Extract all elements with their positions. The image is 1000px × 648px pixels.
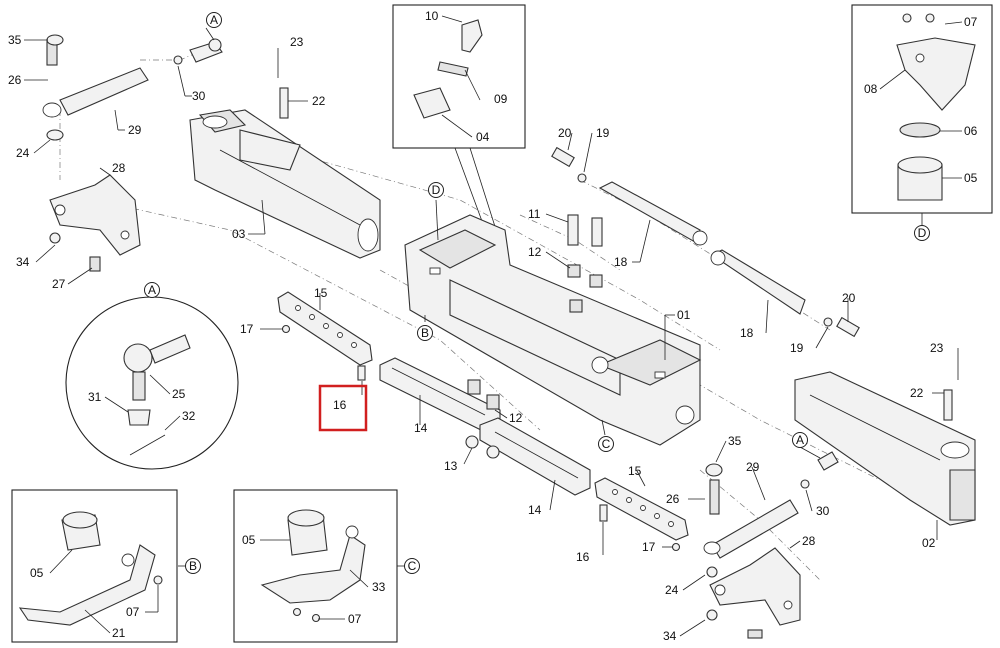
callout-09: 09 [494, 92, 508, 106]
callout-33: 33 [372, 580, 386, 594]
callout-13: 13 [444, 459, 458, 473]
callout-12-top: 12 [528, 245, 542, 259]
hydraulic-cylinder-18-lower [710, 249, 806, 315]
callout-05-D: 05 [964, 171, 978, 185]
callout-16-highlighted: 16 [333, 398, 347, 412]
callout-15-lower: 15 [628, 464, 642, 478]
callout-19-top: 19 [596, 126, 610, 140]
callout-21: 21 [112, 626, 126, 640]
callout-03: 03 [232, 227, 246, 241]
callout-35-right: 35 [728, 434, 742, 448]
callout-07-D: 07 [964, 15, 978, 29]
callout-26: 26 [8, 73, 22, 87]
callout-11: 11 [528, 207, 541, 221]
bushings-12-13 [465, 379, 500, 459]
callout-20-top: 20 [558, 126, 572, 140]
callout-14-lower: 14 [528, 503, 542, 517]
callout-14-upper: 14 [414, 421, 428, 435]
bushing-detail-parts [413, 19, 483, 119]
callout-34-right: 34 [663, 629, 677, 643]
axle-arm-left-03 [189, 109, 381, 259]
callout-07-B: 07 [126, 605, 140, 619]
callout-29: 29 [128, 123, 142, 137]
callout-30-right: 30 [816, 504, 830, 518]
callout-24-right: 24 [665, 583, 679, 597]
callout-32: 32 [182, 409, 196, 423]
callout-20-right: 20 [842, 291, 856, 305]
callout-23: 23 [290, 35, 304, 49]
callout-02: 02 [922, 536, 936, 550]
callout-08: 08 [864, 82, 878, 96]
callout-04: 04 [476, 130, 490, 144]
perforated-plate-15-upper [277, 291, 373, 366]
callout-35: 35 [8, 33, 22, 47]
steering-cylinder-29-left [42, 34, 149, 141]
callout-31: 31 [88, 390, 102, 404]
marker-D-detail: D [918, 226, 927, 240]
detail-frame-B [11, 489, 178, 643]
detail-D-parts [896, 13, 976, 201]
pin-16-upper [281, 324, 366, 381]
callout-17-lower: 17 [642, 540, 656, 554]
callout-12-lower: 12 [509, 411, 523, 425]
hydraulic-cylinder-18-upper [598, 181, 708, 246]
callout-labels: 35 26 24 30 29 28 34 27 23 22 03 10 09 0… [8, 9, 978, 643]
detail-C-parts [260, 509, 366, 623]
detail-markers: A A A B B C C D D [144, 12, 930, 574]
pins-20-19-right [823, 316, 860, 338]
callout-17-upper: 17 [240, 322, 254, 336]
callout-28-right: 28 [802, 534, 816, 548]
marker-C-axle: C [602, 437, 611, 451]
callout-25: 25 [172, 387, 186, 401]
callout-34: 34 [16, 255, 30, 269]
callout-15-upper: 15 [314, 286, 328, 300]
callout-26-right: 26 [666, 492, 680, 506]
callout-07-C: 07 [348, 612, 362, 626]
marker-B-axle: B [421, 326, 429, 340]
callout-18-upper: 18 [614, 255, 628, 269]
pin-22-left [277, 60, 289, 119]
callout-22-right: 22 [910, 386, 924, 400]
detail-B-parts [18, 511, 163, 626]
callout-16-lower: 16 [576, 550, 590, 564]
callout-27: 27 [52, 277, 66, 291]
callout-29-right: 29 [746, 460, 760, 474]
detail-A-tie-rod-end [123, 334, 191, 456]
callout-22: 22 [312, 94, 326, 108]
callout-06: 06 [964, 124, 978, 138]
marker-A-top-left: A [210, 13, 218, 27]
marker-D-axle: D [432, 183, 441, 197]
callout-30: 30 [192, 89, 206, 103]
marker-C-detail: C [408, 559, 417, 573]
perforated-plate-15-lower [594, 477, 689, 541]
detail-frame-bushings [392, 4, 526, 149]
callout-19-right: 19 [790, 341, 804, 355]
sliding-bar-14-upper [379, 357, 501, 433]
steering-cylinder-29-right [599, 451, 839, 559]
callout-28: 28 [112, 161, 126, 175]
detail-circle-A [65, 296, 239, 470]
callout-01: 01 [677, 308, 691, 322]
callout-05-C: 05 [242, 533, 256, 547]
highlight-box-part-16 [318, 384, 368, 432]
pin-22-right [943, 360, 959, 421]
axle-arm-right-02 [794, 371, 976, 526]
pins-center-top [551, 146, 603, 313]
sliding-bar-14-lower [479, 417, 591, 496]
callout-05-B: 05 [30, 566, 44, 580]
marker-B-detail: B [189, 559, 197, 573]
bracket-28-right [706, 547, 801, 639]
callout-10: 10 [425, 9, 439, 23]
tie-rod-end-left [173, 38, 223, 65]
marker-A-right: A [796, 433, 804, 447]
callout-24: 24 [16, 146, 30, 160]
leader-lines [24, 15, 963, 637]
axle-housing-01 [404, 214, 702, 446]
callout-23-right: 23 [930, 341, 944, 355]
marker-A-detail: A [148, 283, 156, 297]
callout-18-lower: 18 [740, 326, 754, 340]
bracket-28-left [49, 174, 141, 272]
